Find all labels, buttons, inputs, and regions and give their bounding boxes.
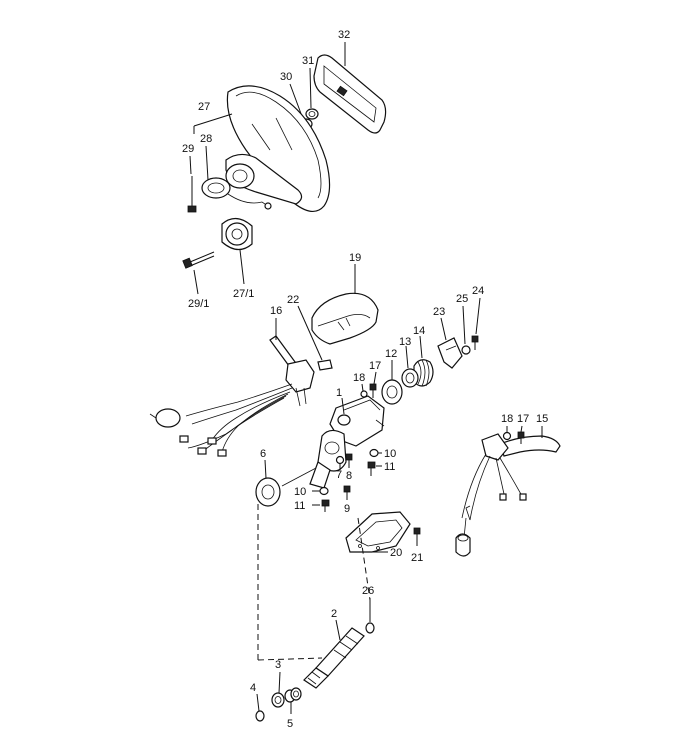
part-32-horn-pad xyxy=(313,54,387,134)
part-10-washer-right xyxy=(369,448,379,458)
part-16-turn-signal-switch xyxy=(149,335,315,457)
label-21: 21 xyxy=(411,552,423,564)
alignment-line-column xyxy=(281,467,317,487)
leader-31 xyxy=(309,67,312,109)
part-19-upper-shroud xyxy=(311,292,379,345)
leader-17-upper xyxy=(373,371,377,385)
part-27-steering-wheel xyxy=(225,85,331,213)
leader-4 xyxy=(256,693,260,712)
alignment-dash-shaft xyxy=(357,517,371,601)
part-25-washer xyxy=(461,345,471,355)
label-26: 26 xyxy=(362,585,374,597)
part-27-1-hub-adapter xyxy=(221,217,253,251)
part-5-washers xyxy=(284,687,302,703)
label-25: 25 xyxy=(456,293,468,305)
part-11-screw-right xyxy=(367,461,376,476)
label-10-left: 10 xyxy=(294,486,306,498)
part-29-1-bolt xyxy=(182,251,215,269)
label-32: 32 xyxy=(338,29,350,41)
label-2: 2 xyxy=(331,608,337,620)
label-31: 31 xyxy=(302,55,314,67)
label-22: 22 xyxy=(287,294,299,306)
part-13-ring xyxy=(401,368,419,388)
leader-27 xyxy=(193,113,233,127)
part-2-steering-shaft xyxy=(303,627,365,689)
part-4-circlip xyxy=(255,710,265,722)
part-22-clip xyxy=(317,359,333,371)
part-8-screw xyxy=(345,453,353,468)
label-3: 3 xyxy=(275,659,281,671)
label-13: 13 xyxy=(399,336,411,348)
label-7: 7 xyxy=(336,469,342,481)
part-10-washer-left xyxy=(319,486,329,496)
leader-3 xyxy=(278,671,281,694)
part-7-nut xyxy=(335,455,345,465)
label-15: 15 xyxy=(536,413,548,425)
label-23: 23 xyxy=(433,306,445,318)
label-30: 30 xyxy=(280,71,292,83)
label-28: 28 xyxy=(200,133,212,145)
leader-22 xyxy=(297,305,323,361)
leader-28 xyxy=(205,145,209,181)
part-3-washer xyxy=(271,692,285,708)
label-11-right: 11 xyxy=(384,461,395,473)
label-18-upper: 18 xyxy=(353,372,365,384)
leader-24 xyxy=(475,297,481,335)
label-27: 27 xyxy=(198,101,210,113)
leader-1 xyxy=(341,397,345,415)
leader-14 xyxy=(419,335,423,359)
label-5: 5 xyxy=(287,718,293,730)
leader-6 xyxy=(264,459,267,479)
part-15-wiper-switch xyxy=(455,433,561,557)
label-17-upper: 17 xyxy=(369,360,381,372)
label-24: 24 xyxy=(472,285,484,297)
part-9-screw xyxy=(343,485,351,500)
part-11-screw-left xyxy=(321,499,330,512)
part-18-washer-right xyxy=(502,431,512,441)
part-14-spring xyxy=(413,359,434,387)
leader-17-right xyxy=(520,425,523,433)
label-29-1: 29/1 xyxy=(188,298,209,310)
part-17-screw-upper xyxy=(369,383,377,398)
label-8: 8 xyxy=(346,470,352,482)
label-20: 20 xyxy=(390,547,402,559)
alignment-dash-bottom xyxy=(257,657,323,661)
part-28-contact-ring xyxy=(201,177,272,210)
label-6: 6 xyxy=(260,448,266,460)
label-16: 16 xyxy=(270,305,282,317)
label-18-right: 18 xyxy=(501,413,513,425)
part-29-screw xyxy=(187,176,197,213)
leader-2 xyxy=(335,619,341,641)
label-27-1: 27/1 xyxy=(233,288,254,300)
label-12: 12 xyxy=(385,348,397,360)
part-26-circlip xyxy=(365,622,375,634)
label-14: 14 xyxy=(413,325,425,337)
leader-29 xyxy=(189,155,192,175)
part-12-bearing xyxy=(381,379,403,405)
label-1: 1 xyxy=(336,387,342,399)
label-19: 19 xyxy=(349,252,361,264)
leader-29-1 xyxy=(193,269,199,295)
part-21-screw xyxy=(413,527,421,546)
part-20-lower-shroud xyxy=(345,511,411,553)
part-6-bearing-ring xyxy=(255,477,281,507)
label-29: 29 xyxy=(182,143,194,155)
part-23-cancel-cam xyxy=(437,337,463,369)
label-9: 9 xyxy=(344,503,350,515)
leader-13 xyxy=(405,345,409,369)
label-10-right: 10 xyxy=(384,448,396,460)
label-17-right: 17 xyxy=(517,413,529,425)
leader-27-1 xyxy=(239,249,245,285)
leader-23 xyxy=(440,317,447,341)
label-11-left: 11 xyxy=(294,500,305,512)
part-24-screw xyxy=(471,335,479,350)
leader-18-upper xyxy=(361,383,364,392)
label-4: 4 xyxy=(250,682,256,694)
leader-25 xyxy=(462,305,466,345)
part-31-nut xyxy=(305,108,319,120)
